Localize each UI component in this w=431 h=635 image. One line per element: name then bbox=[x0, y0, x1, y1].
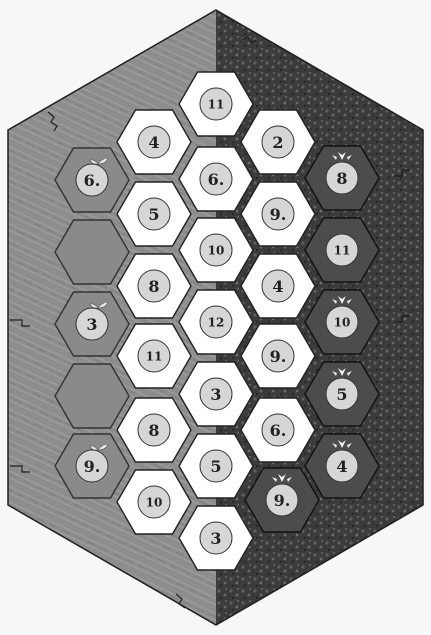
number-token-label: 10 bbox=[334, 315, 351, 329]
number-token-label: 9. bbox=[270, 347, 287, 366]
number-token-label: 8 bbox=[336, 169, 347, 188]
number-token-label: 8 bbox=[148, 277, 159, 296]
number-token-label: 6. bbox=[84, 171, 101, 190]
number-token-label: 5 bbox=[210, 457, 221, 476]
number-token-label: 5 bbox=[148, 205, 159, 224]
number-token-label: 5 bbox=[336, 385, 347, 404]
number-token-label: 11 bbox=[208, 97, 225, 111]
number-token-label: 6. bbox=[208, 170, 225, 189]
number-token-label: 4 bbox=[148, 133, 159, 152]
number-token-label: 3 bbox=[86, 315, 97, 334]
number-token-label: 4 bbox=[272, 277, 283, 296]
number-token-label: 2 bbox=[272, 133, 283, 152]
number-token-label: 4 bbox=[336, 457, 347, 476]
number-token-label: 8 bbox=[148, 421, 159, 440]
number-token-label: 3 bbox=[210, 529, 221, 548]
number-token-label: 3 bbox=[210, 385, 221, 404]
number-token-label: 9. bbox=[270, 205, 287, 224]
number-token-label: 12 bbox=[208, 315, 225, 329]
number-token-label: 9. bbox=[84, 457, 101, 476]
number-token-label: 6. bbox=[270, 421, 287, 440]
number-token-label: 11 bbox=[334, 243, 351, 257]
number-token-label: 11 bbox=[146, 349, 163, 363]
number-token-label: 10 bbox=[146, 495, 163, 509]
number-token-label: 9. bbox=[274, 491, 291, 510]
number-token-label: 10 bbox=[208, 243, 225, 257]
